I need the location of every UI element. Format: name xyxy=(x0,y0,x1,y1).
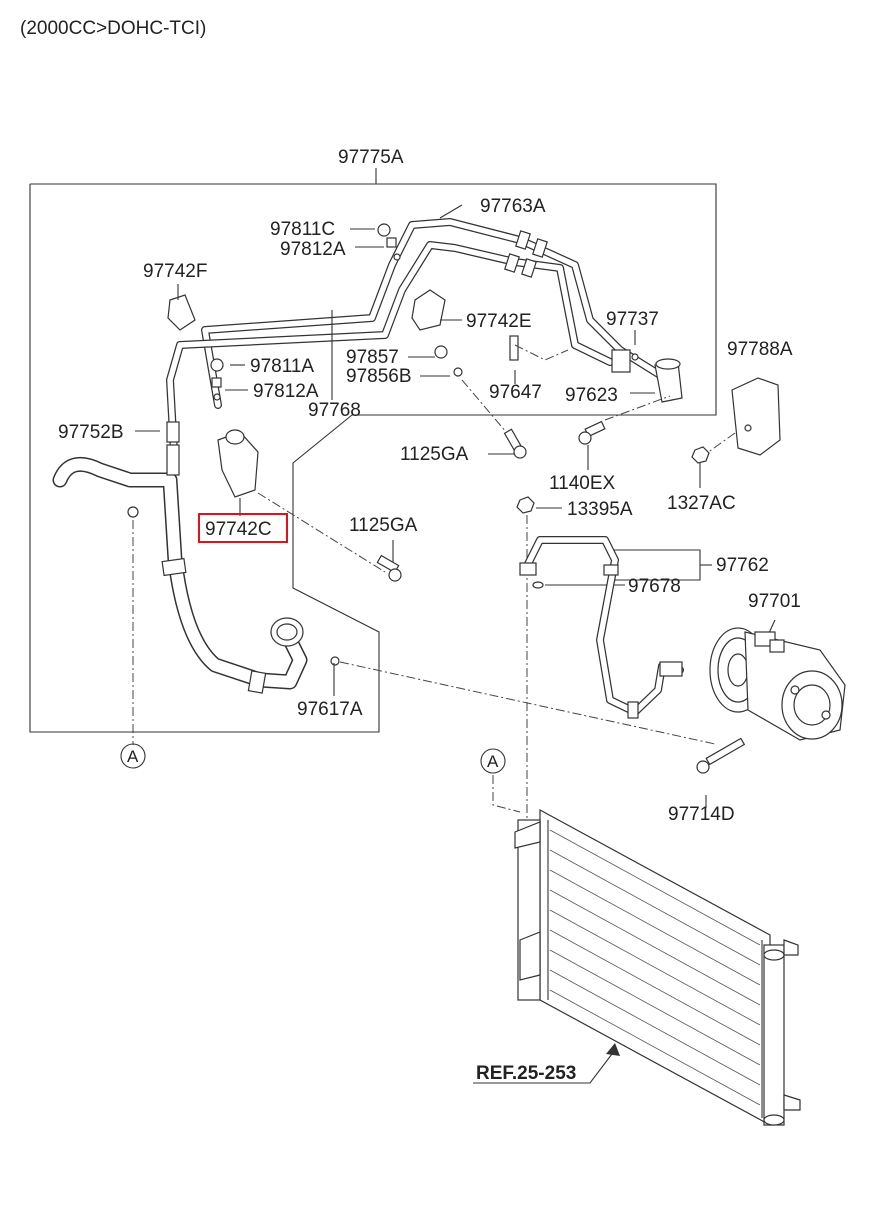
connector-marker-left: A xyxy=(120,743,146,769)
fittings-upper xyxy=(127,223,683,666)
condenser xyxy=(514,808,801,1127)
label-97856B[interactable]: 97856B xyxy=(346,366,412,387)
assembly-boundary xyxy=(29,168,717,733)
label-13395A[interactable]: 13395A xyxy=(567,499,633,520)
label-97788A[interactable]: 97788A xyxy=(727,339,793,360)
compressor xyxy=(659,627,846,741)
connector-marker-left-label: A xyxy=(127,747,139,766)
highlight-box-97742C xyxy=(198,513,288,543)
label-97678[interactable]: 97678 xyxy=(628,576,681,597)
label-97647[interactable]: 97647 xyxy=(489,382,542,403)
label-97742E[interactable]: 97742E xyxy=(466,311,532,332)
label-1125GA-mid[interactable]: 1125GA xyxy=(349,515,418,536)
engine-spec-title: (2000CC>DOHC-TCI) xyxy=(20,18,206,39)
label-97617A[interactable]: 97617A xyxy=(297,699,363,720)
connector-marker-right: A xyxy=(480,748,506,774)
label-97857[interactable]: 97857 xyxy=(346,347,399,368)
label-97768[interactable]: 97768 xyxy=(308,400,361,421)
bolts xyxy=(376,420,746,774)
label-1327AC[interactable]: 1327AC xyxy=(667,493,736,514)
ref-pointer xyxy=(473,1043,620,1084)
label-97714D[interactable]: 97714D xyxy=(668,804,735,825)
label-97701[interactable]: 97701 xyxy=(748,591,801,612)
bracket-97788A xyxy=(731,377,781,456)
label-97742F[interactable]: 97742F xyxy=(143,261,207,282)
connector-marker-right-label: A xyxy=(487,752,499,771)
label-97623[interactable]: 97623 xyxy=(565,385,618,406)
label-1125GA-top[interactable]: 1125GA xyxy=(400,444,469,465)
label-97775A[interactable]: 97775A xyxy=(338,147,404,168)
liquid-pipe xyxy=(519,536,684,719)
discharge-hose-pipes xyxy=(166,218,664,474)
label-1140EX[interactable]: 1140EX xyxy=(549,473,616,494)
label-97812A-mid[interactable]: 97812A xyxy=(253,381,319,402)
part-labels: 97775A 97763A 97811C 97812A 97742F 97742… xyxy=(58,147,801,1084)
label-97762[interactable]: 97762 xyxy=(716,555,769,576)
label-97737[interactable]: 97737 xyxy=(606,309,659,330)
label-97811A[interactable]: 97811A xyxy=(250,356,314,377)
suction-hose xyxy=(52,456,308,694)
label-97752B[interactable]: 97752B xyxy=(58,422,124,443)
label-97811C[interactable]: 97811C xyxy=(270,219,335,240)
label-97812A-top[interactable]: 97812A xyxy=(280,239,346,260)
label-97742C[interactable]: 97742C xyxy=(205,519,272,540)
label-ref-25-253[interactable]: REF.25-253 xyxy=(476,1063,576,1084)
label-97763A[interactable]: 97763A xyxy=(480,196,546,217)
